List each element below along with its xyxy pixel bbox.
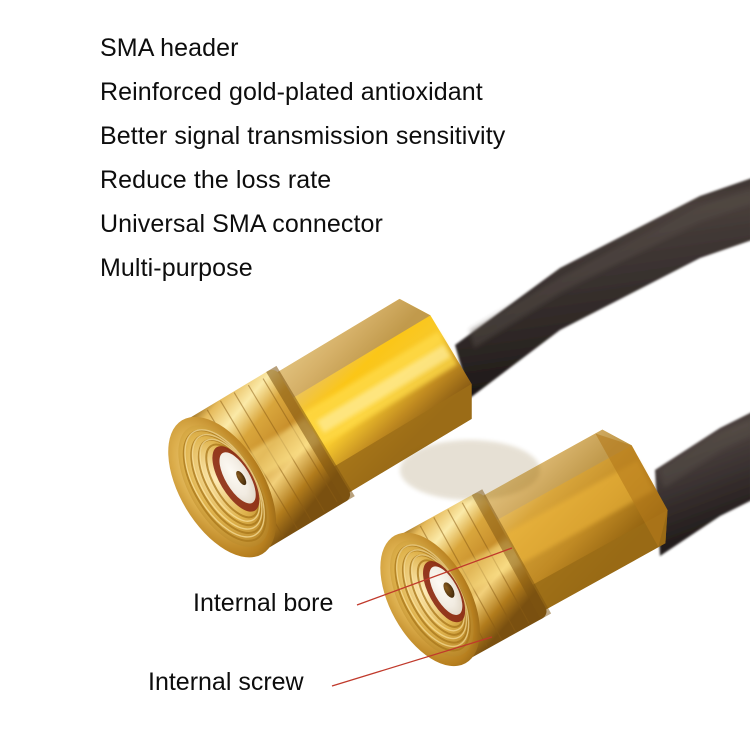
upper-cable (455, 178, 750, 398)
upper-front-face (168, 416, 277, 558)
feature-item: Reduce the loss rate (100, 166, 332, 194)
upper-internal-bore (236, 470, 247, 486)
callout-label-internal-screw: Internal screw (148, 668, 304, 696)
feature-item: SMA header (100, 34, 239, 62)
upper-connector (168, 298, 472, 558)
feature-item: Universal SMA connector (100, 210, 383, 238)
feature-list: SMA header Reinforced gold-plated antiox… (100, 26, 660, 290)
callout-label-internal-bore: Internal bore (193, 589, 334, 617)
feature-item: Multi-purpose (100, 254, 253, 282)
feature-item: Reinforced gold-plated antioxidant (100, 78, 483, 106)
lower-cable (655, 413, 750, 556)
feature-item: Better signal transmission sensitivity (100, 122, 506, 150)
